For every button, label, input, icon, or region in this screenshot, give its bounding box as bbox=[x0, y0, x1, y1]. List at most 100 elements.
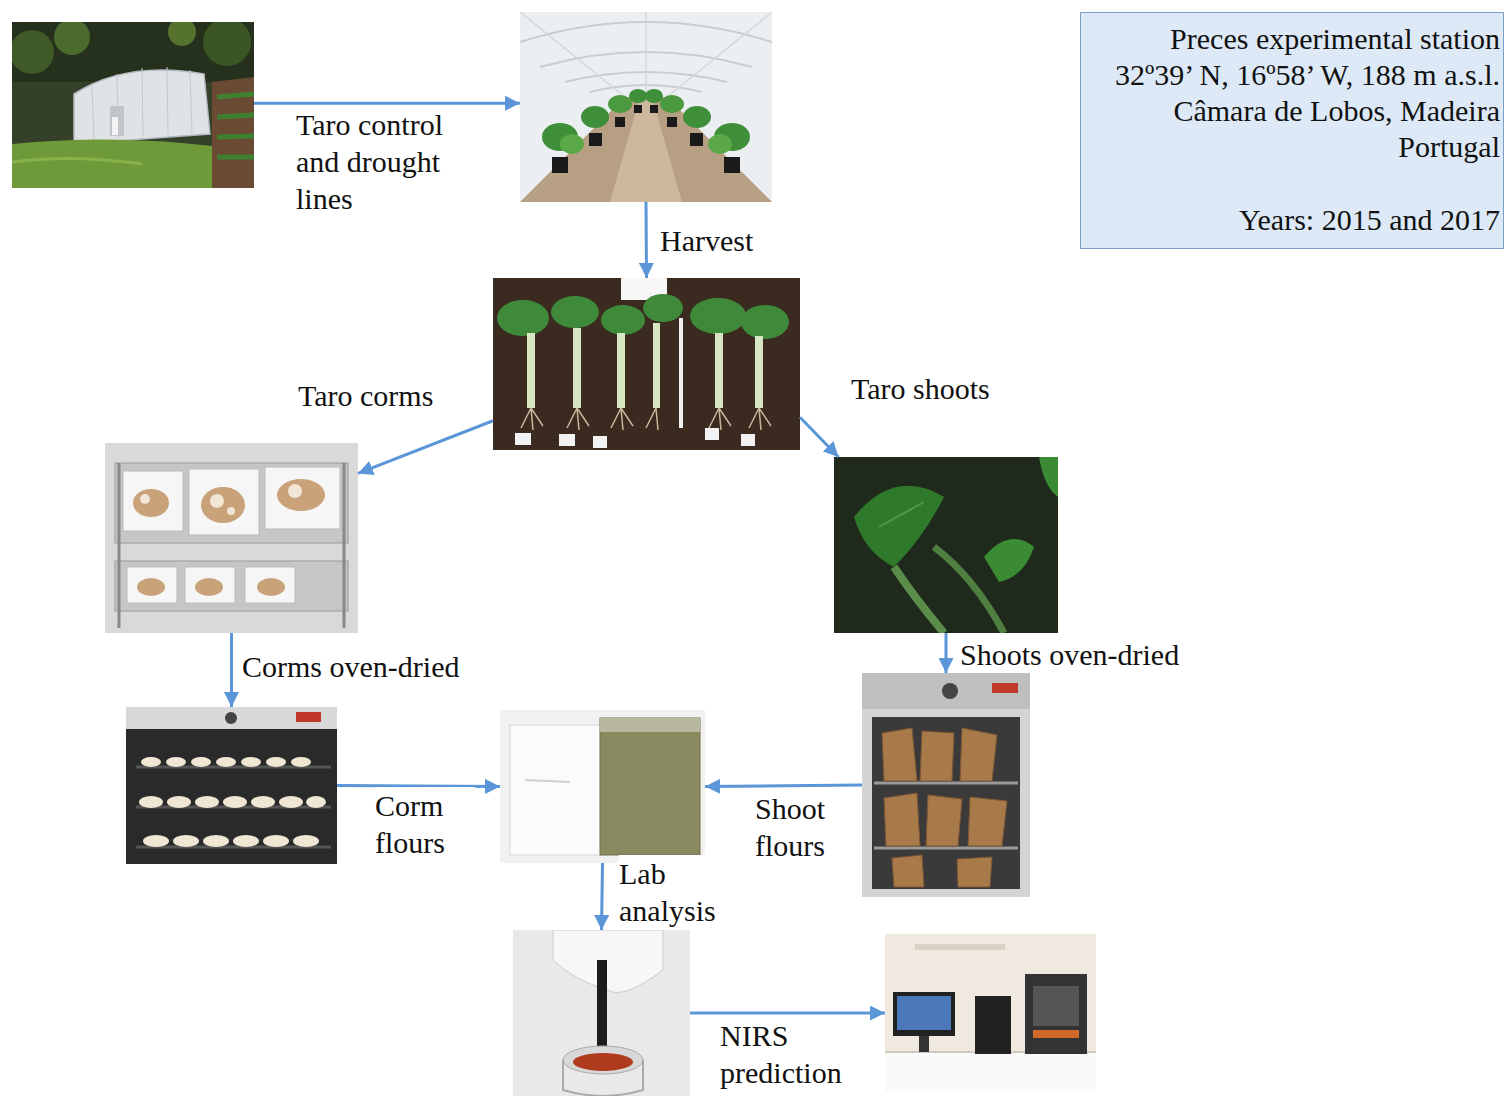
illustration-part bbox=[708, 134, 732, 154]
illustration-part bbox=[525, 780, 570, 782]
illustration-part bbox=[573, 1053, 633, 1071]
illustration-part bbox=[984, 539, 1034, 582]
photo-frame bbox=[520, 12, 772, 202]
photo-frame bbox=[105, 443, 358, 633]
illustration-part bbox=[515, 428, 755, 448]
illustration-part bbox=[893, 992, 955, 1036]
illustration-part bbox=[140, 494, 150, 504]
illustration-part bbox=[241, 757, 261, 767]
illustration-part bbox=[527, 333, 535, 408]
illustration-part bbox=[126, 707, 337, 864]
illustration-part bbox=[593, 436, 607, 448]
illustration-part bbox=[553, 930, 663, 993]
illustration-part bbox=[126, 707, 337, 729]
taro-shoots-photo bbox=[834, 457, 1058, 633]
illustration-part bbox=[12, 30, 54, 74]
step-label: Corms oven-dried bbox=[242, 648, 459, 685]
illustration-part bbox=[897, 996, 951, 1030]
illustration-part bbox=[551, 296, 599, 328]
illustration-part bbox=[191, 757, 211, 767]
illustration-part bbox=[560, 134, 584, 154]
illustration-part bbox=[667, 117, 677, 127]
illustration-part bbox=[185, 567, 235, 603]
illustration-part bbox=[210, 494, 224, 508]
illustration-part bbox=[513, 930, 690, 1096]
illustration-part bbox=[167, 796, 191, 808]
illustration-part bbox=[168, 22, 196, 46]
photo-frame bbox=[513, 930, 690, 1096]
illustration-part bbox=[288, 484, 302, 498]
illustration-part bbox=[679, 318, 683, 428]
step-label: Lab analysis bbox=[619, 855, 749, 929]
illustration-part bbox=[510, 725, 605, 855]
illustration-part bbox=[919, 1036, 929, 1052]
illustration-part bbox=[166, 757, 186, 767]
illustration-part bbox=[189, 469, 259, 535]
illustration-part bbox=[629, 89, 647, 103]
flow-arrow bbox=[254, 102, 520, 105]
illustration-part bbox=[521, 408, 771, 430]
illustration-part bbox=[139, 796, 163, 808]
illustration-part bbox=[992, 683, 1018, 693]
step-label: Shoot flours bbox=[755, 790, 860, 864]
photo-frame bbox=[12, 22, 254, 188]
illustration-part bbox=[608, 95, 632, 113]
photo-frame bbox=[885, 934, 1096, 1092]
photo-frame bbox=[500, 710, 705, 863]
illustration-part bbox=[143, 835, 169, 847]
illustration-part bbox=[520, 12, 772, 97]
illustration-part bbox=[653, 323, 660, 408]
illustration-part bbox=[741, 305, 789, 339]
step-label: Corm flours bbox=[375, 787, 475, 861]
illustration-part bbox=[894, 567, 944, 633]
step-label: Taro corms bbox=[298, 377, 433, 414]
illustration-part bbox=[957, 857, 992, 887]
illustration-part bbox=[920, 731, 954, 781]
illustration-part bbox=[277, 479, 325, 511]
illustration-part bbox=[874, 783, 1018, 848]
illustration-part bbox=[563, 1046, 643, 1074]
illustration-part bbox=[884, 793, 920, 846]
flow-arrow bbox=[945, 633, 948, 673]
photo-frame bbox=[126, 707, 337, 864]
illustration-part bbox=[862, 673, 1030, 897]
photo-frame bbox=[493, 278, 800, 450]
illustration-part bbox=[497, 300, 549, 336]
illustration-part bbox=[527, 323, 763, 408]
harvest-photo bbox=[493, 278, 800, 450]
illustration-part bbox=[500, 710, 705, 863]
illustration-part bbox=[265, 467, 340, 529]
illustration-part bbox=[263, 835, 289, 847]
info-box: Preces experimental station 32º39’ N, 16… bbox=[1080, 12, 1504, 249]
illustration-part bbox=[834, 457, 1058, 633]
illustration-part bbox=[223, 796, 247, 808]
illustration-part bbox=[597, 960, 607, 1050]
illustration-part bbox=[915, 944, 1005, 950]
illustration-part bbox=[279, 796, 303, 808]
illustration-part bbox=[567, 408, 589, 430]
illustration-part bbox=[497, 294, 789, 339]
illustration-part bbox=[110, 106, 124, 136]
illustration-part bbox=[615, 117, 625, 127]
illustration-part bbox=[216, 757, 236, 767]
photo-frame bbox=[862, 673, 1030, 897]
illustration-part bbox=[139, 757, 326, 847]
illustration-part bbox=[885, 1052, 1096, 1092]
step-label: NIRS prediction bbox=[720, 1017, 860, 1091]
illustration-part bbox=[634, 105, 642, 113]
illustration-part bbox=[600, 718, 700, 732]
illustration-part bbox=[755, 336, 763, 408]
illustration-part bbox=[92, 67, 192, 140]
illustration-part bbox=[195, 796, 219, 808]
illustration-part bbox=[1039, 457, 1058, 497]
station-text: Preces experimental station 32º39’ N, 16… bbox=[1095, 21, 1500, 165]
greenhouse-photo bbox=[12, 22, 254, 188]
illustration-part bbox=[709, 408, 731, 430]
illustration-part bbox=[123, 467, 340, 603]
illustration-part bbox=[203, 22, 251, 66]
flow-arrow bbox=[705, 785, 862, 787]
illustration-part bbox=[581, 106, 609, 128]
illustration-part bbox=[123, 471, 183, 531]
illustration-part bbox=[257, 578, 285, 596]
illustration-part bbox=[749, 408, 771, 430]
